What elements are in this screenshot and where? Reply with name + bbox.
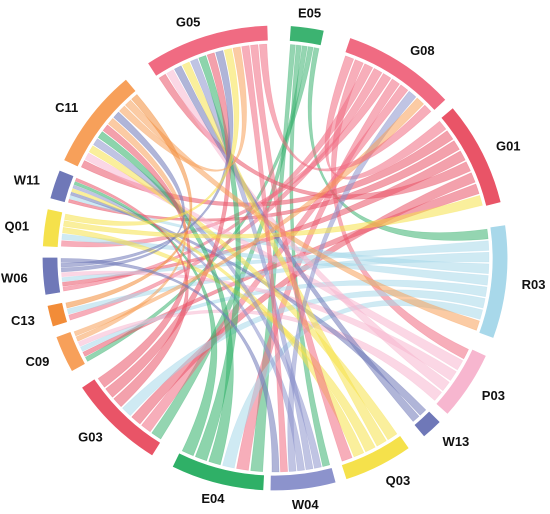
ribbon-g08-g01 <box>324 55 447 180</box>
ribbon-p03-g05 <box>166 69 450 392</box>
segment-arc-e05 <box>289 26 324 46</box>
segment-label-w06: W06 <box>1 270 28 285</box>
ribbon-c13-c11 <box>65 94 193 309</box>
segment-label-w13: W13 <box>443 434 470 449</box>
segment-label-w04: W04 <box>292 497 320 512</box>
ribbon-g01-c11 <box>80 130 454 207</box>
segment-label-g01: G01 <box>496 138 521 153</box>
segment-label-g05: G05 <box>176 14 201 29</box>
segment-arc-g08 <box>345 38 446 110</box>
segment-label-g08: G08 <box>410 43 435 58</box>
segment-arc-g01 <box>441 108 501 206</box>
segment-label-q03: Q03 <box>386 473 411 488</box>
segment-arcs <box>42 25 508 491</box>
ribbon-g05-q03 <box>250 44 353 462</box>
segment-label-e05: E05 <box>298 5 321 20</box>
segment-arc-p03 <box>436 349 486 414</box>
segment-arc-q01 <box>42 209 63 248</box>
ribbon-g05-w04 <box>241 45 288 473</box>
ribbon-g05-g08 <box>259 43 432 172</box>
segment-arc-w13 <box>414 411 440 437</box>
segment-label-q01: Q01 <box>5 219 30 234</box>
segment-arc-r03 <box>479 225 508 338</box>
ribbon-w06-g05 <box>60 50 234 268</box>
segment-arc-c09 <box>56 332 85 372</box>
chord-ribbons <box>60 43 490 473</box>
ribbon-q01-g01 <box>63 195 483 239</box>
segment-label-e04: E04 <box>201 491 225 506</box>
segment-label-c09: C09 <box>25 354 49 369</box>
ribbon-q01-g05 <box>64 48 240 226</box>
segment-label-p03: P03 <box>482 388 505 403</box>
ribbon-c09-g08 <box>73 97 425 337</box>
segment-arc-g05 <box>148 25 268 76</box>
segment-arc-g03 <box>82 379 161 456</box>
segment-label-c13: C13 <box>11 313 35 328</box>
ribbon-w06-w04 <box>60 258 280 473</box>
segment-arc-w11 <box>50 170 74 203</box>
ribbon-q03-g05 <box>181 61 387 447</box>
segment-label-r03: R03 <box>522 277 546 292</box>
ribbon-e04-w11 <box>73 181 218 457</box>
ribbon-c11-g05 <box>118 46 247 172</box>
segment-arc-e04 <box>172 453 265 491</box>
segment-arc-c13 <box>47 302 68 327</box>
segment-arc-c11 <box>64 79 136 167</box>
segment-arc-w04 <box>270 468 336 491</box>
segment-label-c11: C11 <box>55 100 78 115</box>
ribbon-e05-r03 <box>307 47 489 241</box>
segment-label-g03: G03 <box>78 429 103 444</box>
segment-arc-q03 <box>341 436 409 480</box>
segment-arc-w06 <box>42 257 61 295</box>
segment-label-w11: W11 <box>14 172 40 187</box>
ribbon-g03-w11 <box>74 177 189 408</box>
ribbon-w13-g05 <box>173 65 420 422</box>
ribbon-e04-c11 <box>97 131 234 466</box>
ribbon-w04-g08 <box>287 90 417 472</box>
ribbon-g03-c11 <box>97 124 191 388</box>
